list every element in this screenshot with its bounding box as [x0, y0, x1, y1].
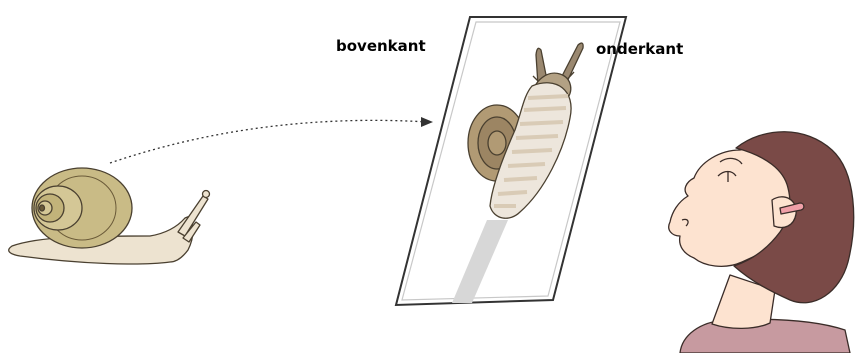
- motion-arrow: [110, 117, 433, 163]
- observer-person: [669, 132, 854, 353]
- snail-ground: [9, 168, 210, 264]
- label-bottom: onderkant: [596, 40, 683, 58]
- label-top: bovenkant: [336, 37, 426, 55]
- snail-eye-long: [203, 191, 210, 198]
